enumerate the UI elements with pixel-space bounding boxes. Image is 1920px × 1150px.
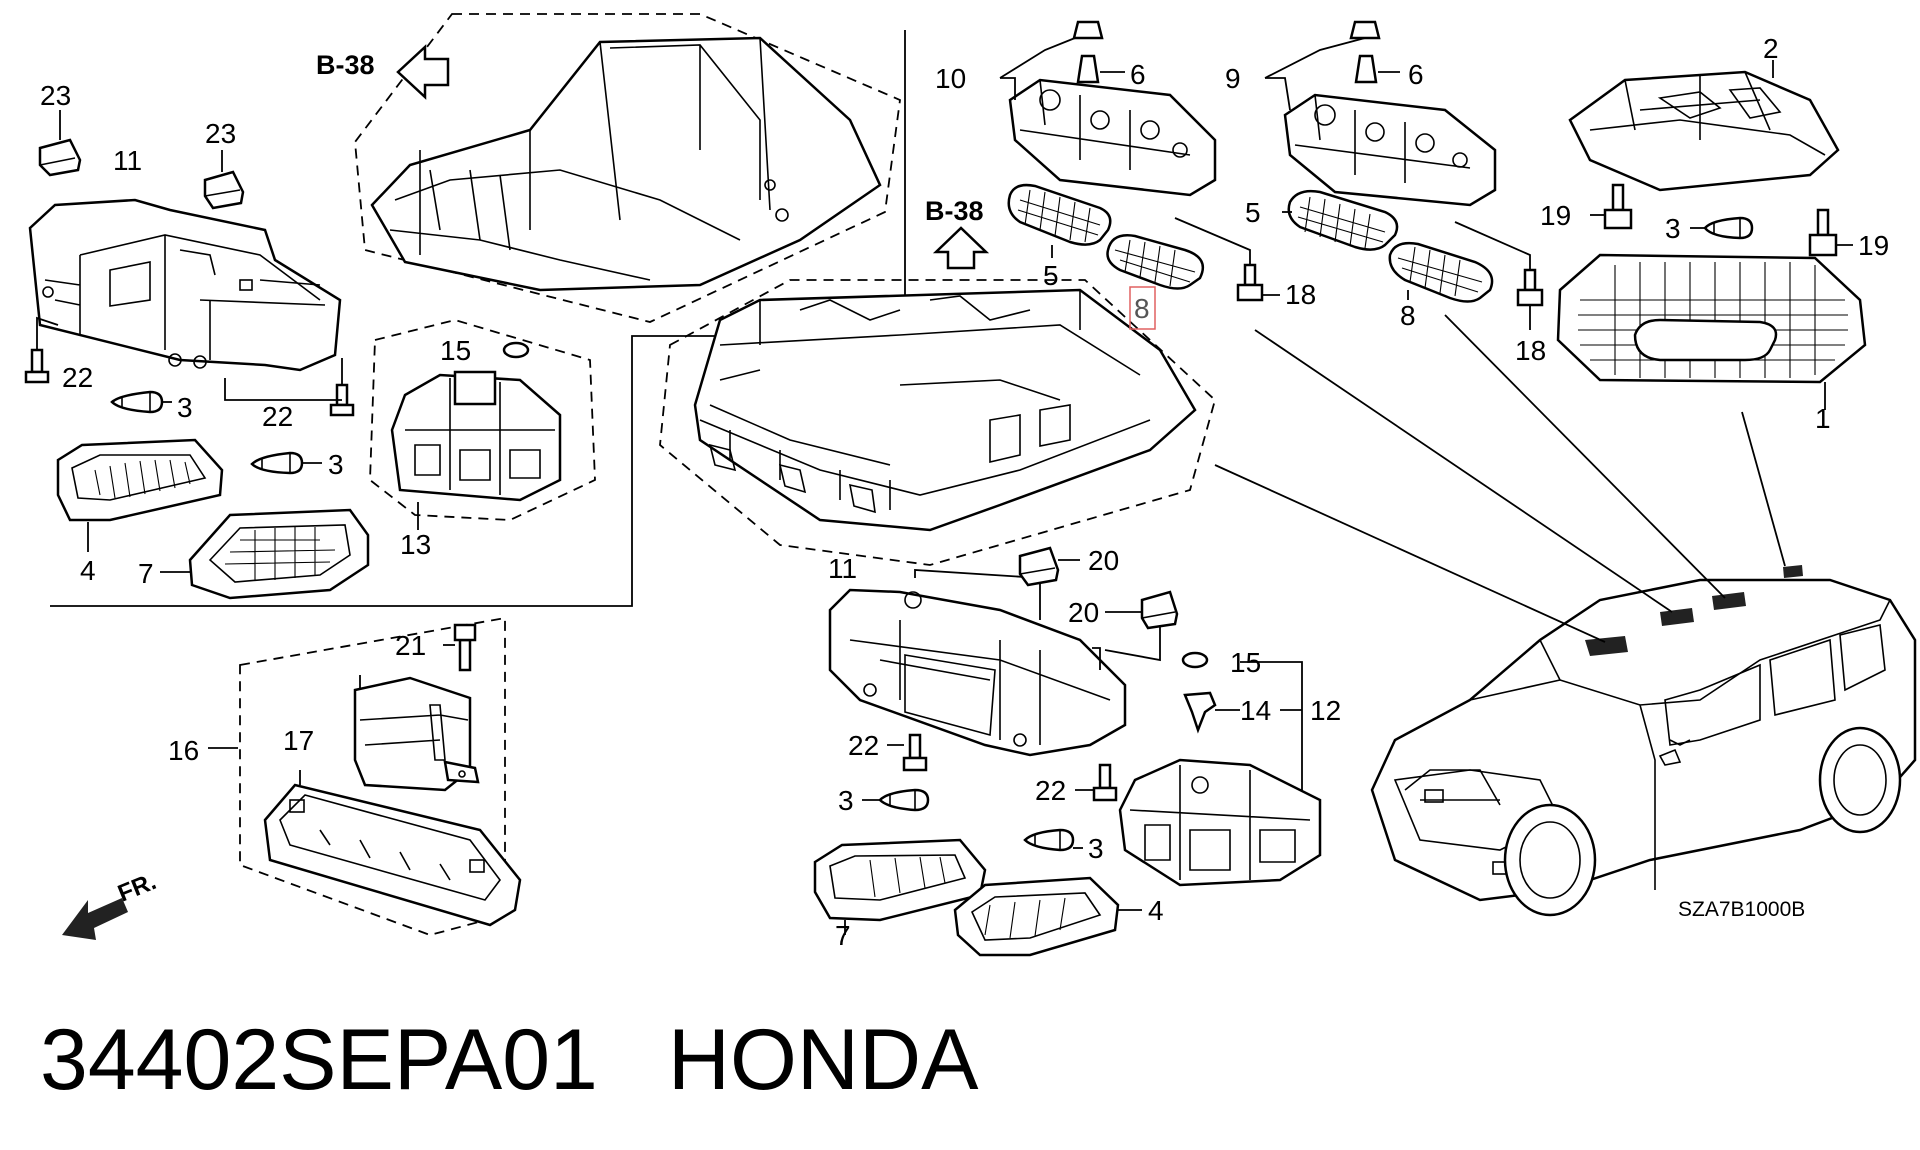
vehicle-leaders [1214, 314, 1786, 643]
screw-22-center-left [887, 733, 928, 772]
callout-14: 14 [1240, 695, 1271, 726]
clip-23-right [203, 150, 245, 210]
screw-22-center-right [1075, 763, 1118, 802]
reference-label: B-38 [316, 50, 375, 80]
callout-1: 1 [1815, 403, 1831, 434]
callout-3: 3 [1088, 833, 1104, 864]
bulb-3-center-right [1023, 828, 1083, 852]
callout-15: 15 [1230, 647, 1261, 678]
section-divider-lines [50, 30, 906, 607]
front-arrow-icon [62, 898, 128, 940]
brand-name: HONDA [667, 1012, 979, 1108]
up-arrow-icon [932, 226, 990, 270]
left-map-light-assembly [28, 198, 342, 372]
bulb-3-left [110, 390, 172, 414]
callout-12: 12 [1310, 695, 1341, 726]
clip-6-right [1349, 20, 1400, 84]
clip-23-left [38, 110, 82, 177]
callout-18: 18 [1285, 279, 1316, 310]
callout-labels: 23 23 11 22 22 3 3 4 7 15 13 10 6 9 6 2 … [40, 33, 1889, 951]
callout-4: 4 [80, 555, 96, 586]
switch-assembly-12 [1118, 758, 1322, 887]
screw-18-right [1454, 221, 1544, 330]
clip-14 [1183, 691, 1240, 734]
reference-b38-center: B-38 [925, 196, 990, 270]
callout-3: 3 [838, 785, 854, 816]
highlight-box [1129, 286, 1156, 330]
screw-19-right [1808, 208, 1853, 257]
callout-16: 16 [168, 735, 199, 766]
lens-4-center [953, 876, 1142, 957]
callout-8: 8 [1134, 293, 1150, 324]
callout-15: 15 [440, 335, 471, 366]
front-marker-label: FR. [114, 868, 160, 908]
map-light-base-9 [1264, 37, 1497, 207]
callout-22: 22 [262, 401, 293, 432]
clip-20-upper [1018, 546, 1080, 587]
callout-22: 22 [1035, 775, 1066, 806]
callout-6: 6 [1408, 59, 1424, 90]
reference-b38-upper: B-38 [316, 44, 450, 100]
bulb-3-dome [1690, 216, 1754, 240]
callout-4: 4 [1148, 895, 1164, 926]
callout-7: 7 [138, 558, 154, 589]
callout-8: 8 [1400, 300, 1416, 331]
callout-13: 13 [400, 529, 431, 560]
callout-21: 21 [395, 630, 426, 661]
callout-19: 19 [1540, 200, 1571, 231]
map-light-base-10 [999, 37, 1217, 197]
callout-20: 20 [1068, 597, 1099, 628]
vehicle-illustration [1370, 565, 1917, 917]
callout-3: 3 [1665, 213, 1681, 244]
callout-6: 6 [1130, 59, 1146, 90]
callout-7: 7 [835, 920, 851, 951]
callout-20: 20 [1088, 545, 1119, 576]
callout-10: 10 [935, 63, 966, 94]
callout-3: 3 [328, 449, 344, 480]
lens-5-left [1007, 183, 1112, 258]
screw-22-left [24, 316, 59, 384]
lens-8-left [1106, 234, 1205, 290]
lens-4-left [56, 438, 224, 552]
part-footer: 34402SEPA01 HONDA [40, 1005, 1640, 1115]
callout-2: 2 [1763, 33, 1779, 64]
dome-light-base-2 [1568, 60, 1840, 192]
assembly-16 [208, 616, 522, 936]
left-arrow-icon [396, 44, 450, 100]
callout-22: 22 [62, 362, 93, 393]
front-direction-marker: FR. [62, 868, 160, 940]
callout-9: 9 [1225, 63, 1241, 94]
screw-19-left [1590, 183, 1633, 230]
bulb-3-center-left [862, 788, 930, 812]
callout-18: 18 [1515, 335, 1546, 366]
upper-housing-assembly [354, 13, 901, 323]
lens-5-right [1282, 189, 1399, 251]
drawing-code: SZA7B1000B [1678, 898, 1805, 921]
callout-5: 5 [1245, 197, 1261, 228]
center-map-light-assembly [828, 569, 1127, 757]
callout-19: 19 [1858, 230, 1889, 261]
screw-22-right [224, 358, 355, 417]
screw-18-left [1174, 217, 1280, 302]
lens-8-right [1388, 241, 1494, 303]
switch-assembly-13 [369, 319, 596, 530]
callout-23: 23 [205, 118, 236, 149]
main-housing-assembly [659, 279, 1217, 566]
lens-7-left [160, 508, 370, 600]
callout-11: 11 [828, 553, 857, 584]
reference-label: B-38 [925, 196, 984, 226]
callout-11: 11 [113, 145, 142, 176]
part-number: 34402SEPA01 [40, 1012, 598, 1108]
callout-3: 3 [177, 392, 193, 423]
clip-20-lower [1104, 590, 1179, 662]
dome-lens-1 [1556, 253, 1867, 410]
callout-23: 23 [40, 80, 71, 111]
callout-22: 22 [848, 730, 879, 761]
clip-6-left [1072, 20, 1125, 84]
o-ring-15 [1181, 651, 1209, 669]
callout-17: 17 [283, 725, 314, 756]
bulb-3-middle [250, 451, 322, 475]
callout-5: 5 [1043, 260, 1059, 291]
